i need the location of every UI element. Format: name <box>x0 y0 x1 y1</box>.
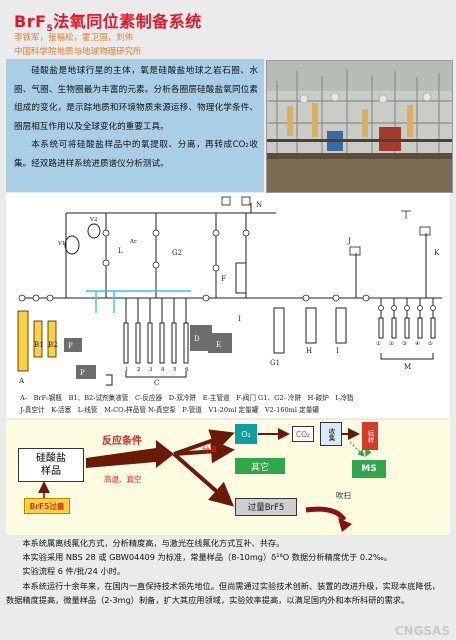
co2-box: CO₂ <box>292 426 314 442</box>
label-P2: P <box>80 369 85 377</box>
label-m5: ⑤ <box>428 340 433 347</box>
lab-photo <box>266 60 453 193</box>
collect-box: 收集 <box>320 422 342 446</box>
separate-label: 分离 <box>202 445 217 454</box>
label-m2: ② <box>389 340 394 347</box>
schematic-legend: A- BrF₅钢瓶 B1、B2-试剂集液管 C-反应器 D-双冷阱 E-主管道 … <box>20 392 440 416</box>
intro-panel: 硅酸盐是地球行星的主体，氧是硅酸盐地球之岩石圈、水圈、气圈、生物圈最为丰富的元素… <box>6 59 264 192</box>
footer-paragraph-3: 实验流程 6 件/批/24 小时。 <box>22 566 126 577</box>
intro-paragraph-2: 本系统可将硅酸盐样品中的氧提取、分离，再转成CO₂收集。经双路进样系统进质谱仪分… <box>14 140 258 169</box>
label-m1: ① <box>376 340 381 347</box>
label-N: N <box>256 201 262 209</box>
label-Ar: Ar <box>129 239 137 245</box>
title-prefix: BrF <box>14 12 47 31</box>
title-subscript: 5 <box>46 24 54 35</box>
poster-title: BrF5法氧同位素制备系统 <box>14 8 202 34</box>
label-n1: 1 <box>125 367 129 373</box>
label-I2: I <box>238 315 241 323</box>
label-M: M <box>404 363 411 371</box>
label-V2: V2 <box>89 217 97 223</box>
label-I: I <box>336 347 339 355</box>
label-D: D <box>194 335 200 343</box>
intro-paragraph-1: 硅酸盐是地球行星的主体，氧是硅酸盐地球之岩石圈、水圈、气圈、生物圈最为丰富的元素… <box>14 66 258 132</box>
label-G2: G2 <box>172 249 182 257</box>
title-main: 法氧同位素制备系统 <box>53 12 202 31</box>
excess-brf5-box: 过量BrF5 <box>235 498 297 516</box>
o2-box: O₂ <box>235 424 257 444</box>
label-A: A <box>18 377 25 385</box>
label-E: E <box>216 341 221 349</box>
legend-line-2: J-真空计 K-活塞 L-线管 M-CO₂样品管 N-真空泵 P-管道 V1-2… <box>20 406 319 414</box>
legend-line-1: A- BrF₅钢瓶 B1、B2-试剂集液管 C-反应器 D-双冷阱 E-主管道 … <box>20 394 354 402</box>
process-flow-diagram: 硅酸盐 样品 BrF5过量 反应条件 高温、真空 分离 O₂ CO₂ 收集 标样… <box>6 420 450 535</box>
footer-paragraph-2: 本实验采用 NBS 28 或 GBW04409 为标准，常量样品（8-10mg）… <box>22 552 393 563</box>
ms-box: MS <box>352 460 386 478</box>
label-L: L <box>118 247 123 255</box>
footer-paragraph-1: 本系统属离线氟化方式，分析精度高，与激光在线氟化方式互补、共存。 <box>22 538 285 548</box>
label-m3: ③ <box>402 340 407 347</box>
label-C: C <box>154 379 159 387</box>
label-B1: B1 <box>34 341 44 349</box>
label-n6: 6 <box>185 367 189 373</box>
label-n4: 4 <box>161 367 165 373</box>
silicate-sample-box: 硅酸盐 样品 <box>18 448 84 482</box>
lab-photo-illustration <box>267 61 452 192</box>
reaction-conditions-label: 反应条件 <box>102 436 142 447</box>
affiliation: 中国科学院地质与地球物理研究所 <box>14 47 142 57</box>
apparatus-schematic: A B1 B2 P P C 1 2 3 4 5 6 D E F G2 G1 H … <box>6 193 450 418</box>
label-V1: V1 <box>57 241 65 247</box>
label-m4: ④ <box>415 340 420 347</box>
footer-paragraph-4: 本系统运行十余年来，在国内一直保持技术领先地位。但尚需通过实验技术创新、装置的改… <box>6 580 440 605</box>
label-G1: G1 <box>270 359 280 367</box>
label-P1: P <box>68 342 73 350</box>
label-H: H <box>306 347 312 355</box>
label-B2: B2 <box>48 341 58 349</box>
brf5-excess-box: BrF5过量 <box>24 498 70 514</box>
label-J: J <box>347 237 351 245</box>
label-n2: 2 <box>137 367 141 373</box>
watermark: CNGSAS <box>394 624 450 638</box>
authors: 李铁军，张福松，霍卫国，刘伟 <box>14 33 134 43</box>
schematic-diagram: A B1 B2 P P C 1 2 3 4 5 6 D E F G2 G1 H … <box>17 196 442 387</box>
blowoff-label: 吹扫 <box>336 491 351 500</box>
footer-text: 本系统属离线氟化方式，分析精度高，与激光在线氟化方式互补、共存。 本实验采用 N… <box>6 536 446 607</box>
conditions-label: 高温、真空 <box>104 475 142 484</box>
standard-box: 标样 <box>362 422 378 450</box>
flow-arrows <box>38 428 373 532</box>
label-n3: 3 <box>149 367 153 373</box>
label-n5: 5 <box>173 367 177 373</box>
others-box: 其它 <box>235 458 285 474</box>
label-K: K <box>434 249 440 257</box>
label-F: F <box>221 275 226 283</box>
